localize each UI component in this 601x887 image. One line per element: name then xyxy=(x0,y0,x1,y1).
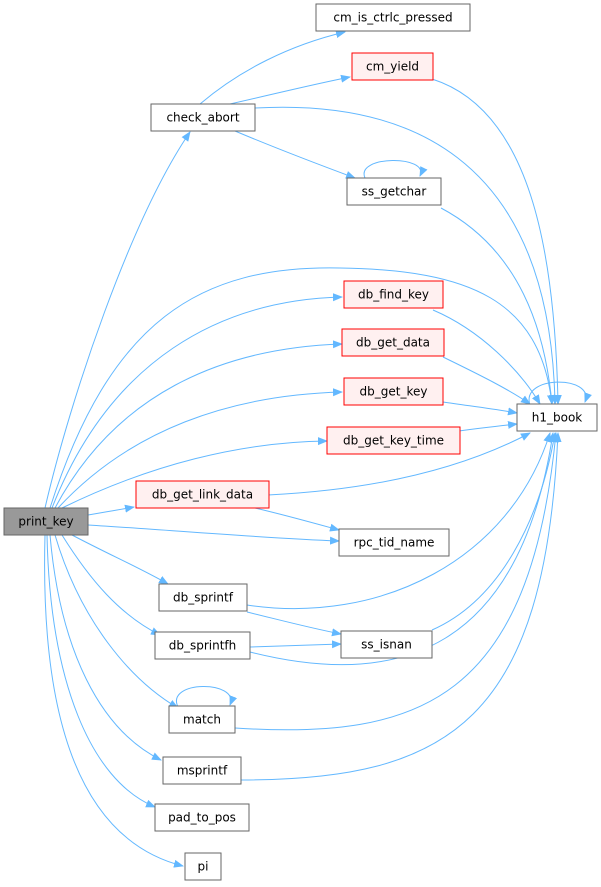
edge-db_get_link_data-rpc_tid_name xyxy=(254,507,340,532)
edge-print_key-db_get_data xyxy=(54,340,343,509)
node-db_get_link_data[interactable]: db_get_link_data xyxy=(135,480,270,509)
svg-text:cm_yield: cm_yield xyxy=(366,60,419,74)
node-db_get_key[interactable]: db_get_key xyxy=(343,377,444,406)
edge-print_key-pi xyxy=(44,534,184,868)
svg-text:db_get_link_data: db_get_link_data xyxy=(152,488,253,502)
edge-msprintf-h1_book xyxy=(240,432,562,781)
edge-print_key-h1_book xyxy=(49,267,555,509)
svg-text:db_get_data: db_get_data xyxy=(356,336,430,350)
node-ss_isnan[interactable]: ss_isnan xyxy=(340,630,433,659)
edge-cm_yield-h1_book xyxy=(431,78,562,405)
edge-ss_getchar-h1_book xyxy=(440,207,556,405)
svg-text:db_sprintf: db_sprintf xyxy=(173,591,234,605)
edge-print_key-check_abort xyxy=(44,131,191,509)
node-db_get_data[interactable]: db_get_data xyxy=(341,328,445,357)
svg-text:pi: pi xyxy=(198,860,209,874)
node-msprintf[interactable]: msprintf xyxy=(162,756,242,785)
edge-db_sprintfh-h1_book xyxy=(249,432,556,666)
edge-check_abort-h1_book xyxy=(254,106,559,405)
svg-text:match: match xyxy=(183,713,221,727)
svg-text:ss_isnan: ss_isnan xyxy=(361,638,412,652)
edge-check_abort-cm_is_ctrlc_pressed xyxy=(199,30,346,105)
edge-print_key-match xyxy=(54,534,179,709)
edge-db_sprintf-ss_isnan xyxy=(246,611,342,637)
edge-print_key-db_sprintfh xyxy=(61,534,161,636)
edge-db_get_link_data-h1_book xyxy=(267,432,531,496)
svg-text:rpc_tid_name: rpc_tid_name xyxy=(354,536,435,550)
svg-text:msprintf: msprintf xyxy=(177,764,228,778)
svg-text:check_abort: check_abort xyxy=(166,111,239,125)
edge-print_key-pad_to_pos xyxy=(46,534,156,808)
edge-db_get_data-h1_book xyxy=(442,356,531,405)
edge-ss_getchar-ss_getchar xyxy=(363,160,428,179)
edge-print_key-msprintf xyxy=(49,534,162,761)
edges xyxy=(44,30,592,868)
node-rpc_tid_name[interactable]: rpc_tid_name xyxy=(338,528,450,557)
edge-db_sprintfh-ss_isnan xyxy=(249,640,342,649)
node-db_sprintf[interactable]: db_sprintf xyxy=(158,583,248,612)
svg-text:db_sprintfh: db_sprintfh xyxy=(169,639,237,653)
svg-text:print_key: print_key xyxy=(18,515,73,529)
edge-match-h1_book xyxy=(234,432,560,731)
edge-print_key-db_find_key xyxy=(51,293,343,509)
edge-db_find_key-h1_book xyxy=(432,309,541,405)
edge-print_key-db_get_link_data xyxy=(87,504,135,516)
edge-db_sprintf-h1_book xyxy=(246,432,552,609)
node-match[interactable]: match xyxy=(168,705,236,734)
node-db_find_key[interactable]: db_find_key xyxy=(343,280,444,309)
edge-print_key-db_sprintf xyxy=(71,534,169,585)
node-db_sprintfh[interactable]: db_sprintfh xyxy=(154,631,251,660)
svg-text:cm_is_ctrlc_pressed: cm_is_ctrlc_pressed xyxy=(333,11,452,25)
edge-check_abort-ss_getchar xyxy=(234,130,356,179)
edge-check_abort-cm_yield xyxy=(229,74,351,105)
svg-text:ss_getchar: ss_getchar xyxy=(362,185,427,199)
node-pad_to_pos[interactable]: pad_to_pos xyxy=(154,803,250,832)
node-print_key[interactable]: print_key xyxy=(3,507,89,536)
edge-print_key-rpc_tid_name xyxy=(87,524,340,545)
svg-text:db_get_key: db_get_key xyxy=(360,385,428,399)
nodes: print_key check_abort cm_is_ctrlc_presse… xyxy=(3,3,598,881)
node-pi[interactable]: pi xyxy=(184,852,222,881)
edge-db_get_key_time-h1_book xyxy=(458,420,518,432)
node-h1_book[interactable]: h1_book xyxy=(516,403,598,432)
svg-text:pad_to_pos: pad_to_pos xyxy=(168,811,236,825)
node-cm_is_ctrlc_pressed[interactable]: cm_is_ctrlc_pressed xyxy=(315,3,471,32)
node-cm_yield[interactable]: cm_yield xyxy=(351,52,434,81)
edge-print_key-db_get_key xyxy=(57,388,343,509)
edge-print_key-db_get_key_time xyxy=(61,437,328,509)
edge-h1_book-h1_book xyxy=(528,381,592,406)
edge-db_get_key-h1_book xyxy=(442,401,518,416)
node-check_abort[interactable]: check_abort xyxy=(150,103,256,132)
node-ss_getchar[interactable]: ss_getchar xyxy=(346,177,442,206)
node-db_get_key_time[interactable]: db_get_key_time xyxy=(326,426,461,455)
edge-match-match xyxy=(175,686,238,708)
edge-ss_isnan-h1_book xyxy=(431,432,558,631)
svg-text:db_get_key_time: db_get_key_time xyxy=(343,434,444,448)
svg-text:db_find_key: db_find_key xyxy=(358,288,429,302)
svg-text:h1_book: h1_book xyxy=(532,411,583,425)
